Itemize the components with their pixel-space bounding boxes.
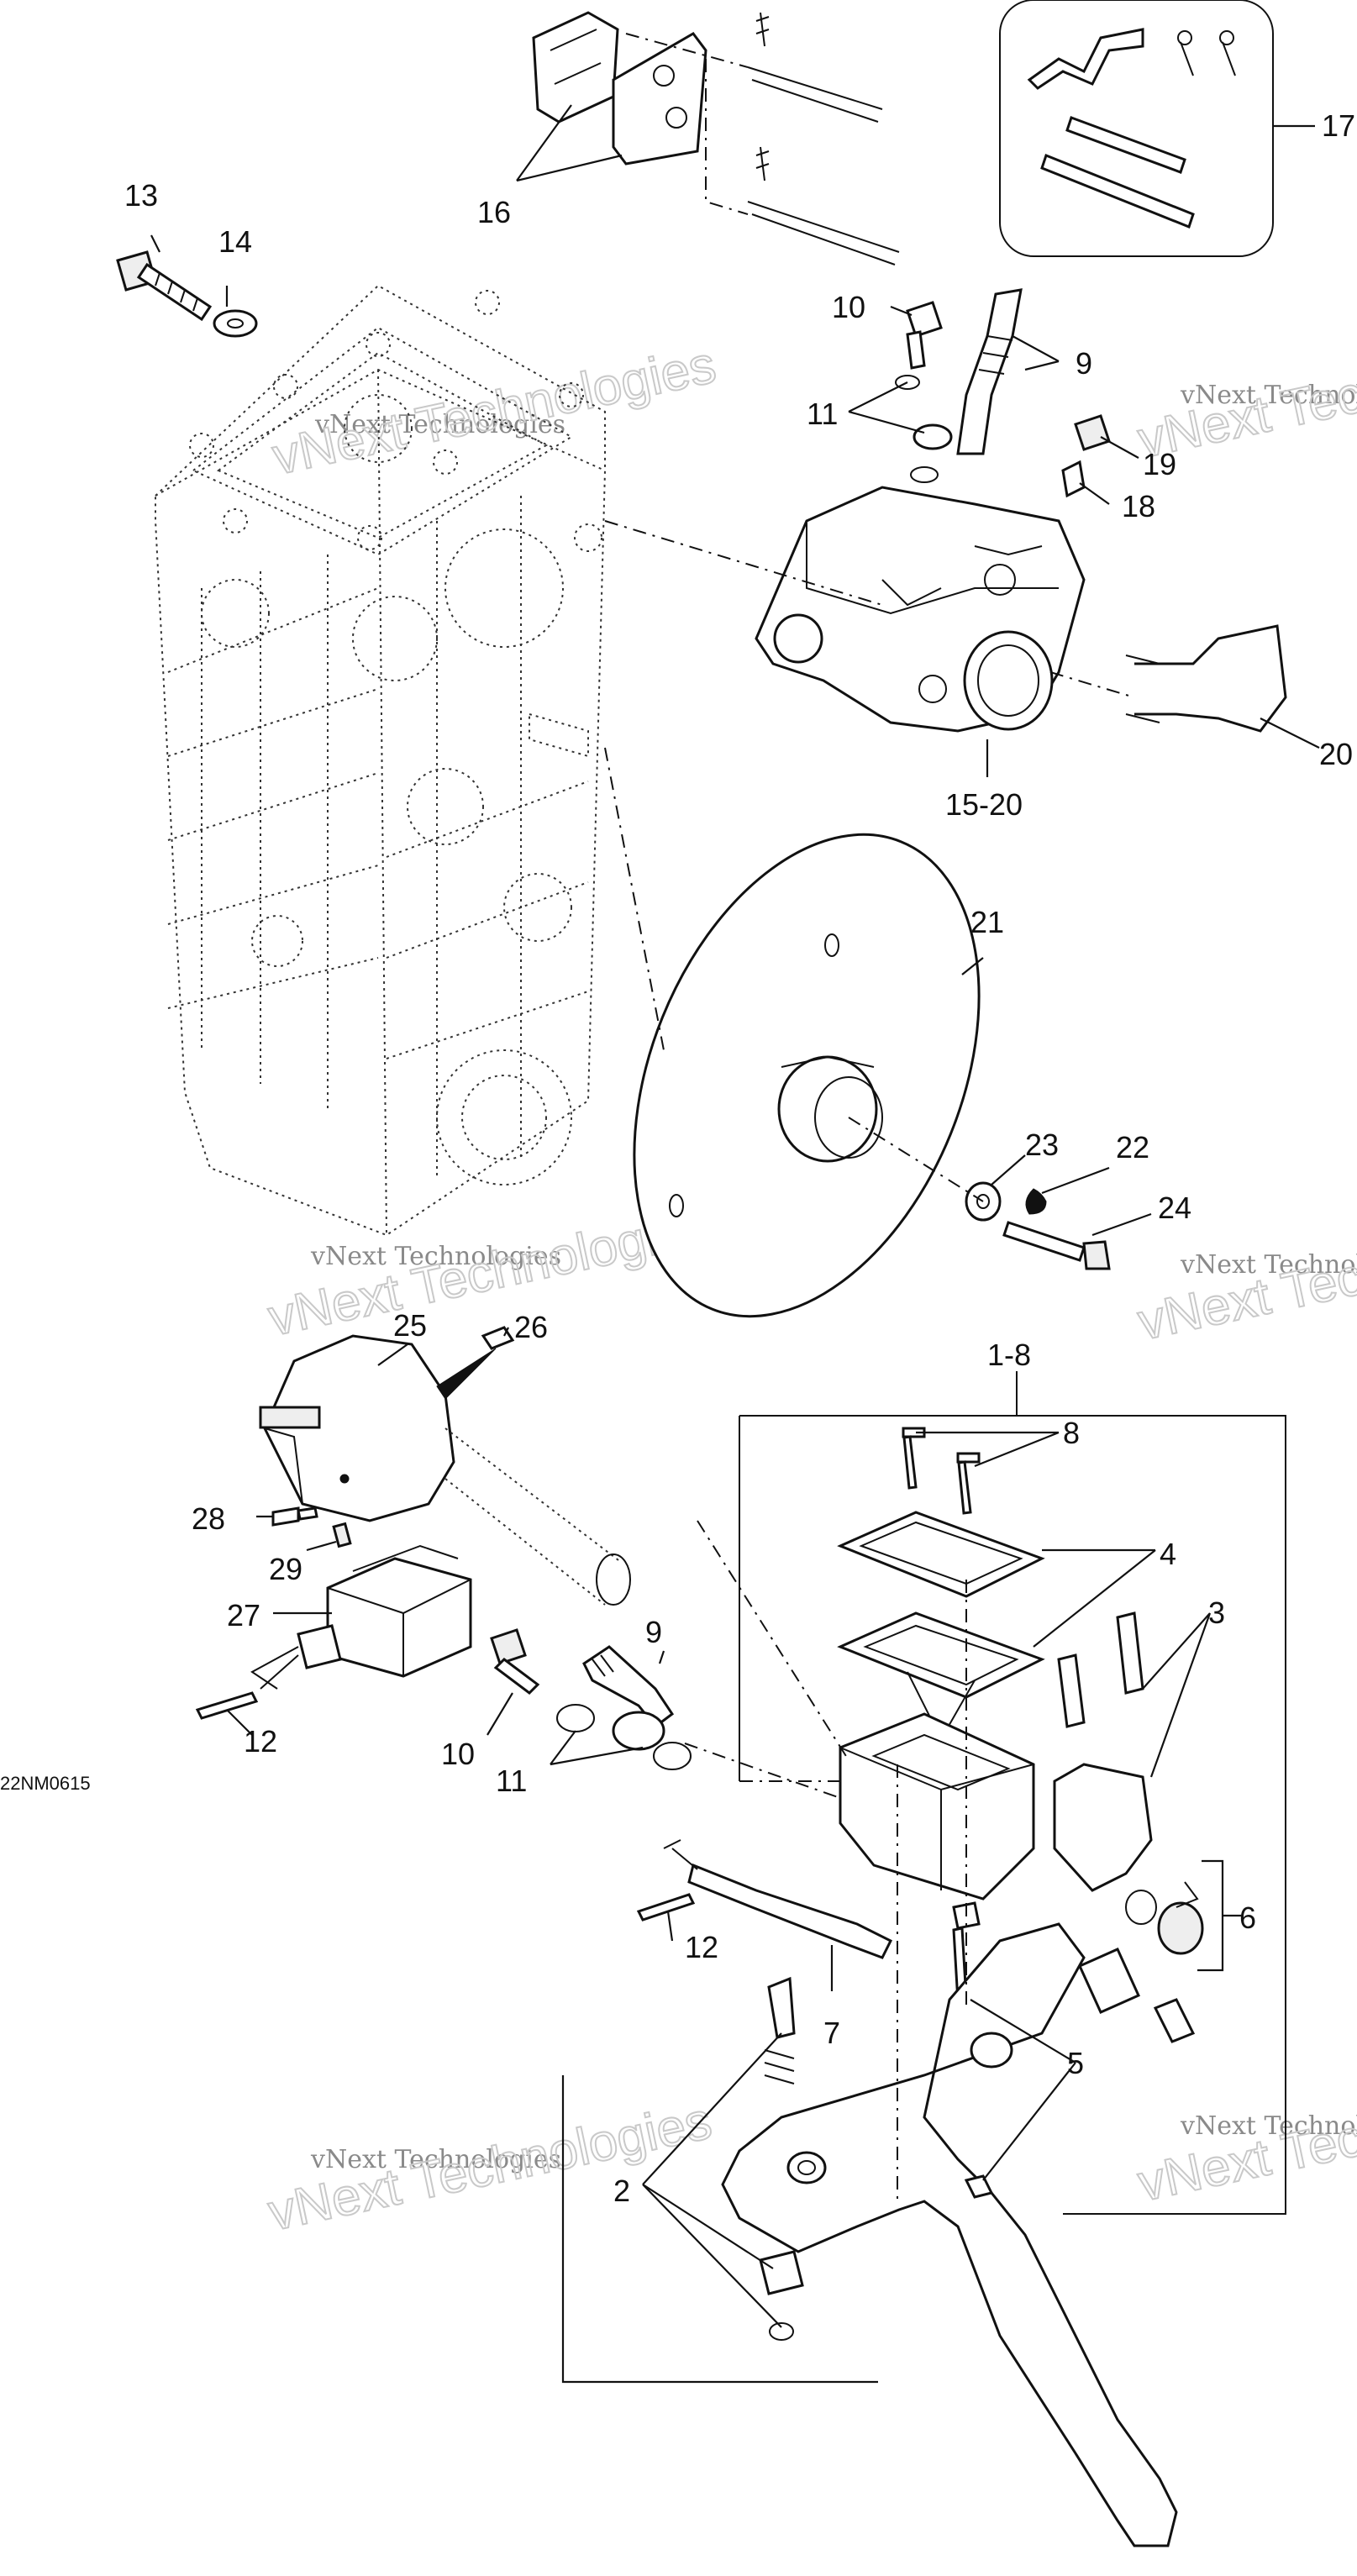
callout-10-bottom: 10 [441,1737,475,1771]
callout-9-top: 9 [1076,346,1092,381]
setscrew-29 [332,1522,352,1548]
callout-26: 26 [514,1310,548,1344]
watermark-text: vNext Technologies [314,410,565,439]
clip-12-right [636,1893,696,1921]
callout-labels: 13 14 16 17 10 9 11 19 18 20 15-20 21 23… [0,108,1355,2208]
watermark-text: vNext Technologies [1180,1250,1357,1280]
switch-housing-25 [259,1334,631,1606]
callout-17: 17 [1322,108,1355,143]
callout-9-bottom: 9 [645,1615,662,1649]
connector-27 [250,1544,472,1690]
pin-kit-box [999,0,1274,257]
callout-4: 4 [1160,1537,1176,1571]
bolt-24 [1002,1221,1111,1270]
callout-15-20: 15-20 [945,787,1023,822]
callout-3: 3 [1208,1596,1225,1630]
screw-13 [116,250,213,322]
callout-18: 18 [1122,489,1155,523]
master-cylinder-assembly [663,1371,1286,2547]
callout-21: 21 [970,905,1004,939]
callout-29: 29 [269,1552,302,1586]
brake-pads [532,11,900,265]
callout-8: 8 [1063,1416,1080,1450]
callout-10-top: 10 [832,290,865,324]
callout-16: 16 [477,195,511,229]
caliper-assembly [755,288,1287,733]
watermark-text: vNext Technologies [310,1242,561,1271]
callout-27: 27 [227,1598,260,1632]
transmission-housing [155,284,606,1237]
callout-11-top: 11 [807,397,838,431]
callout-13: 13 [124,178,158,213]
watermark-text: vNext Technologies [310,2145,561,2174]
label-26 [436,1326,515,1400]
callout-20: 20 [1319,737,1353,771]
callout-22: 22 [1116,1130,1149,1164]
callout-23: 23 [1025,1128,1059,1162]
callout-7: 7 [823,2016,840,2050]
watermark-big: vNext Technologies [1133,2063,1357,2213]
callout-25: 25 [393,1308,427,1343]
leader-lines [150,104,1320,2384]
callout-19: 19 [1143,447,1176,481]
washer-14 [213,309,258,338]
callout-12-right: 12 [685,1930,718,1964]
callout-24: 24 [1158,1191,1191,1225]
brake-disc [633,833,981,1318]
callout-11-bottom: 11 [496,1764,527,1798]
watermark-text: vNext Technologies [1180,381,1357,410]
callout-6: 6 [1239,1900,1256,1935]
callout-28: 28 [192,1501,225,1536]
hose-fittings-left [490,1628,692,1770]
callout-5: 5 [1067,2046,1084,2080]
lubricant-drop-22 [1025,1188,1047,1215]
drawing-code: 22NM0615 [0,1773,91,1794]
callout-14: 14 [218,224,252,259]
callout-12-left: 12 [244,1724,277,1759]
screw-28 [271,1506,318,1527]
watermark-text: vNext Technologies [1180,2111,1357,2141]
callout-2: 2 [613,2174,630,2208]
clip-12-left [195,1691,259,1720]
callout-1-8: 1-8 [987,1338,1031,1372]
